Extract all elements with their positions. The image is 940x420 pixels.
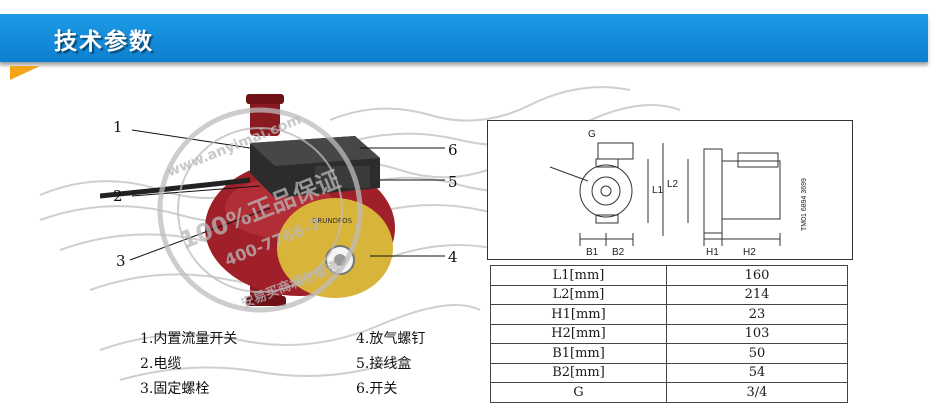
dimension-drawing-svg: G L1 L2 B1 B2 H1 H2 TM01 6894 3699 — [549, 129, 808, 258]
spec-value: 3/4 — [666, 382, 848, 403]
legend-item: 5.接线盒 — [356, 356, 412, 372]
spec-value: 214 — [666, 284, 848, 305]
page-title: 技术参数 — [54, 29, 154, 55]
spec-value: 103 — [666, 323, 848, 344]
callout-2: 2 — [113, 187, 123, 205]
spec-value: 160 — [666, 265, 848, 286]
drawing-label-h2: H2 — [743, 247, 756, 258]
spec-label: H2[mm] — [490, 323, 667, 344]
callout-line-1 — [131, 129, 251, 149]
legend-item: 1.内置流量开关 — [140, 331, 238, 347]
drawing-label-h1: H1 — [706, 247, 719, 258]
table-row: H2[mm]103 — [490, 323, 848, 344]
spec-label: B1[mm] — [490, 343, 667, 364]
spec-value: 54 — [666, 362, 848, 383]
callout-6: 6 — [448, 141, 458, 159]
legend-item: 2.电缆 — [140, 356, 182, 372]
table-row: L2[mm]214 — [490, 284, 848, 305]
legend-item: 6.开关 — [356, 381, 398, 397]
spec-label: H1[mm] — [490, 304, 667, 325]
legend-item: 3.固定螺栓 — [140, 381, 210, 397]
table-row: H1[mm]23 — [490, 304, 848, 325]
table-row: L1[mm]160 — [490, 265, 848, 286]
spec-label: B2[mm] — [490, 362, 667, 383]
table-row: B1[mm]50 — [490, 343, 848, 364]
pump-illustration: GRUNDFOS — [100, 94, 445, 306]
drawing-label-b2: B2 — [612, 247, 625, 258]
spec-label: L2[mm] — [490, 284, 667, 305]
drawing-label-b1: B1 — [586, 247, 599, 258]
corner-accent — [10, 66, 40, 80]
pump-brand: GRUNDFOS — [312, 217, 353, 225]
drawing-label-g: G — [588, 129, 596, 140]
callout-3: 3 — [116, 252, 126, 270]
spec-label: G — [490, 382, 667, 403]
spec-value: 23 — [666, 304, 848, 325]
callout-1: 1 — [113, 118, 123, 136]
drawing-label-l2: L2 — [667, 179, 679, 190]
dimension-drawing: G L1 L2 B1 B2 H1 H2 TM01 6894 3699 — [487, 120, 853, 260]
spec-label: L1[mm] — [490, 265, 667, 286]
legend-item: 4.放气螺钉 — [356, 331, 426, 347]
header-banner: 技术参数 — [0, 14, 928, 62]
drawing-code: TM01 6894 3699 — [801, 178, 808, 231]
drawing-label-l1: L1 — [652, 185, 664, 196]
table-row: B2[mm]54 — [490, 362, 848, 383]
spec-value: 50 — [666, 343, 848, 364]
callout-4: 4 — [448, 248, 458, 266]
spec-table: L1[mm]160 L2[mm]214 H1[mm]23 H2[mm]103 B… — [490, 265, 848, 403]
banner-shadow — [0, 62, 928, 68]
callout-5: 5 — [448, 173, 458, 191]
